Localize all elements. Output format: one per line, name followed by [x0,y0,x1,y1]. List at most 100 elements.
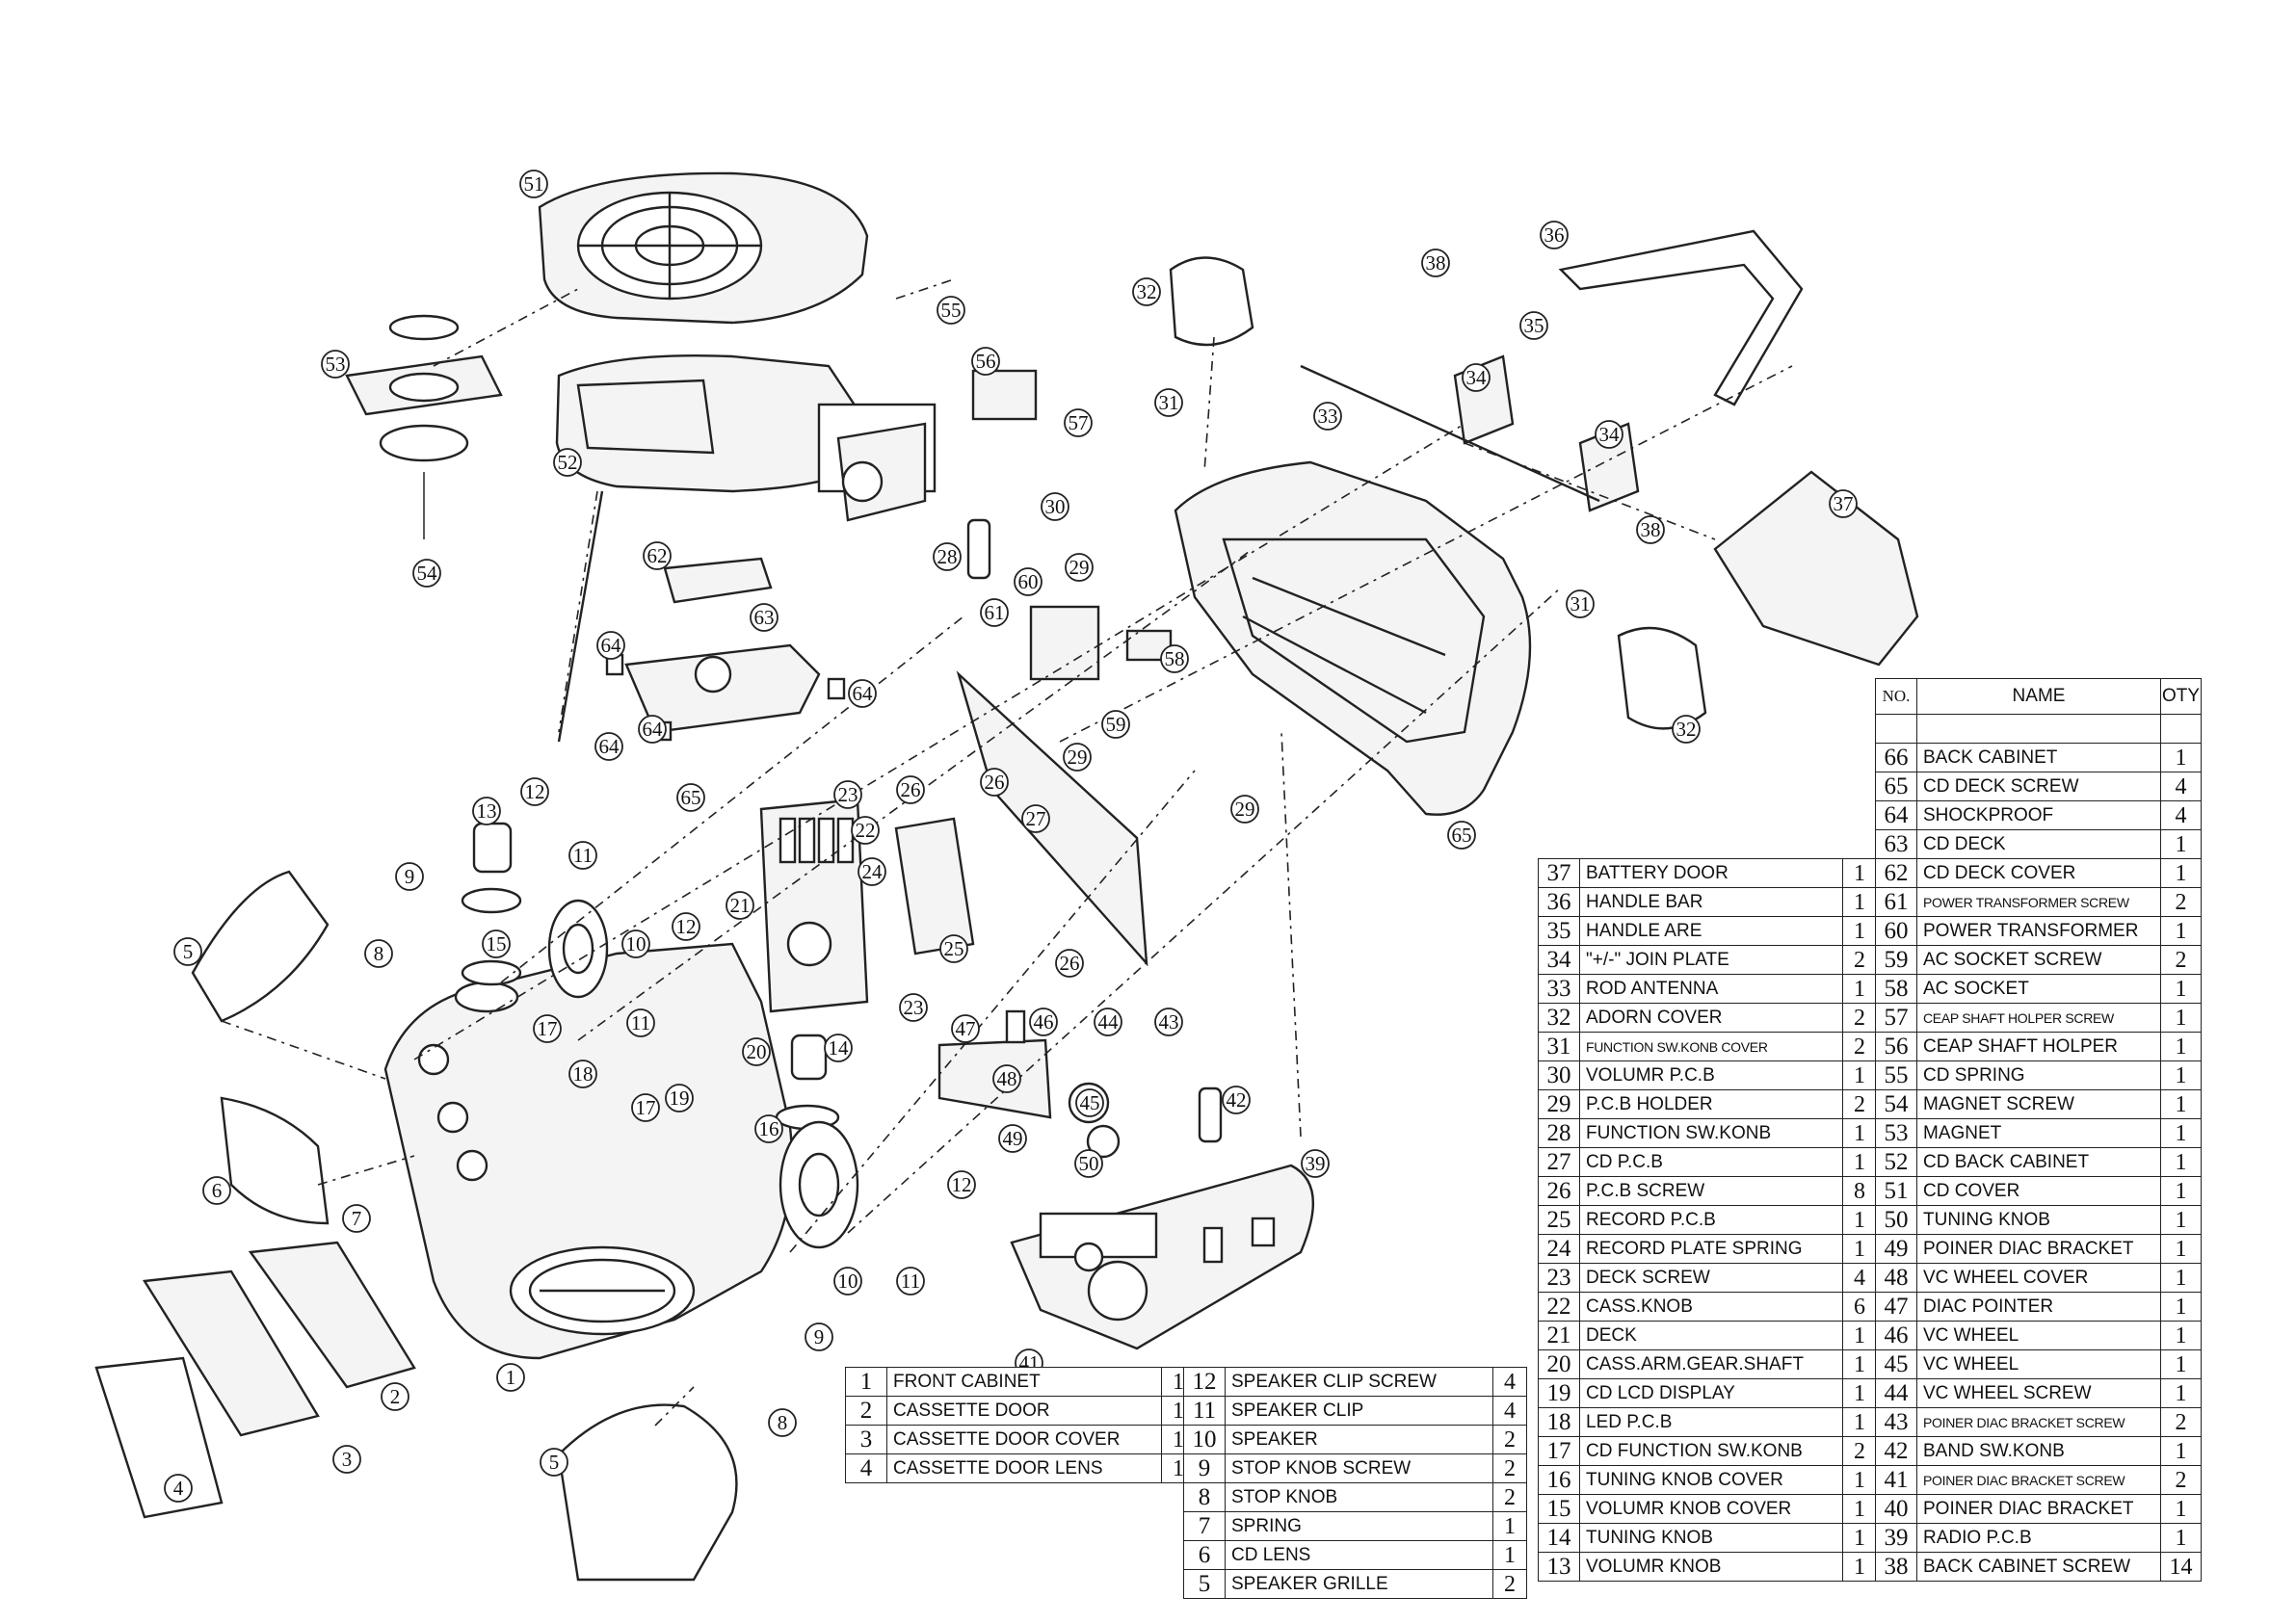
cell-name: CD LCD DISPLAY [1579,1378,1843,1408]
cell-qty: 2 [1842,1436,1877,1466]
cell-no: 3 [845,1425,887,1454]
cell-no: 14 [1538,1523,1580,1553]
callout-22: 22 [851,816,880,845]
cell-qty: 2 [2159,1407,2203,1437]
cell-name: HANDLE BAR [1579,887,1843,917]
cell-qty: 1 [1842,1321,1877,1350]
cell-qty: 1 [1842,1523,1877,1553]
cell-no: 23 [1538,1263,1580,1293]
cell-no: 17 [1538,1436,1580,1466]
cell-name: SPEAKER GRILLE [1225,1569,1493,1599]
cell-qty: 4 [1842,1263,1877,1293]
cell-no: 25 [1538,1205,1580,1235]
front-cabinet-part [383,942,794,1360]
cap-shaft-holder-part [836,369,1038,522]
cell-name: LED P.C.B [1579,1407,1843,1437]
cell-no: 36 [1538,887,1580,917]
callout-number: 44 [1098,1010,1120,1034]
cell-qty: 2 [2159,1465,2203,1495]
callout-number: 48 [997,1067,1017,1090]
cell-name: VOLUMR P.C.B [1579,1060,1843,1090]
callout-32: 32 [1672,715,1701,744]
cell-no: 27 [1538,1147,1580,1177]
cell-name: DECK [1579,1321,1843,1350]
adorn-cover-top [1169,256,1254,347]
cell-name: BACK CABINET [1916,743,2161,772]
callout-61: 61 [980,598,1009,627]
callout-10: 10 [621,929,650,958]
callout-number: 18 [573,1062,594,1086]
cell-qty: 1 [2159,1089,2203,1119]
callout-21: 21 [726,891,754,920]
callout-number: 9 [814,1325,825,1348]
callout-number: 61 [985,601,1005,624]
callout-number: 29 [1235,798,1255,821]
callout-17: 17 [533,1014,562,1043]
callout-number: 16 [759,1117,779,1140]
callout-30: 30 [1041,492,1069,521]
cell-no: 60 [1875,916,1917,946]
callout-number: 35 [1524,314,1544,337]
callout-number: 30 [1045,495,1066,518]
cell-no: 6 [1183,1540,1226,1570]
callout-59: 59 [1101,710,1130,739]
callout-23: 23 [899,993,928,1022]
cell-qty: 1 [1842,1349,1877,1379]
cell-name: SHOCKPROOF [1916,800,2161,830]
callout-60: 60 [1014,567,1042,596]
callout-number: 22 [856,819,876,842]
cell-name: CASSETTE DOOR [886,1396,1162,1426]
callout-12: 12 [672,912,700,941]
power-transformer-part [1029,605,1100,681]
cell-no: 34 [1538,945,1580,975]
callout-53: 53 [321,350,350,379]
callout-number: 62 [647,544,668,567]
callout-58: 58 [1160,644,1189,673]
callout-number: 32 [1676,718,1697,741]
callout-36: 36 [1540,221,1569,249]
table-header-row: NO. NAME OTY [1875,678,2203,715]
speaker-parts [547,899,859,1249]
cell-no: 31 [1538,1032,1580,1061]
cell-name: BAND SW.KONB [1916,1436,2161,1466]
cell-no: 8 [1183,1482,1226,1512]
cell-name: STOP KNOB SCREW [1225,1453,1493,1483]
callout-35: 35 [1519,311,1548,340]
cell-qty: 14 [2159,1552,2203,1582]
cell-name: VOLUMR KNOB COVER [1579,1494,1843,1524]
cell-no: 11 [1183,1396,1226,1426]
cell-name: CD SPRING [1916,1060,2161,1090]
cassette-door-parts [94,1241,416,1519]
cell-qty: 4 [1492,1396,1527,1426]
callout-number: 51 [524,172,544,196]
cell-qty: 1 [1842,1147,1877,1177]
cell-name: VC WHEEL [1916,1321,2161,1350]
cell-qty: 1 [2159,1118,2203,1148]
callout-number: 26 [985,771,1005,794]
cell-no: 48 [1875,1263,1917,1293]
callout-number: 2 [390,1385,401,1408]
callout-number: 28 [937,545,958,568]
callout-number: 15 [487,932,507,955]
cell-qty: 1 [2159,1321,2203,1350]
function-knob-part [966,518,991,580]
callout-number: 11 [573,844,593,867]
